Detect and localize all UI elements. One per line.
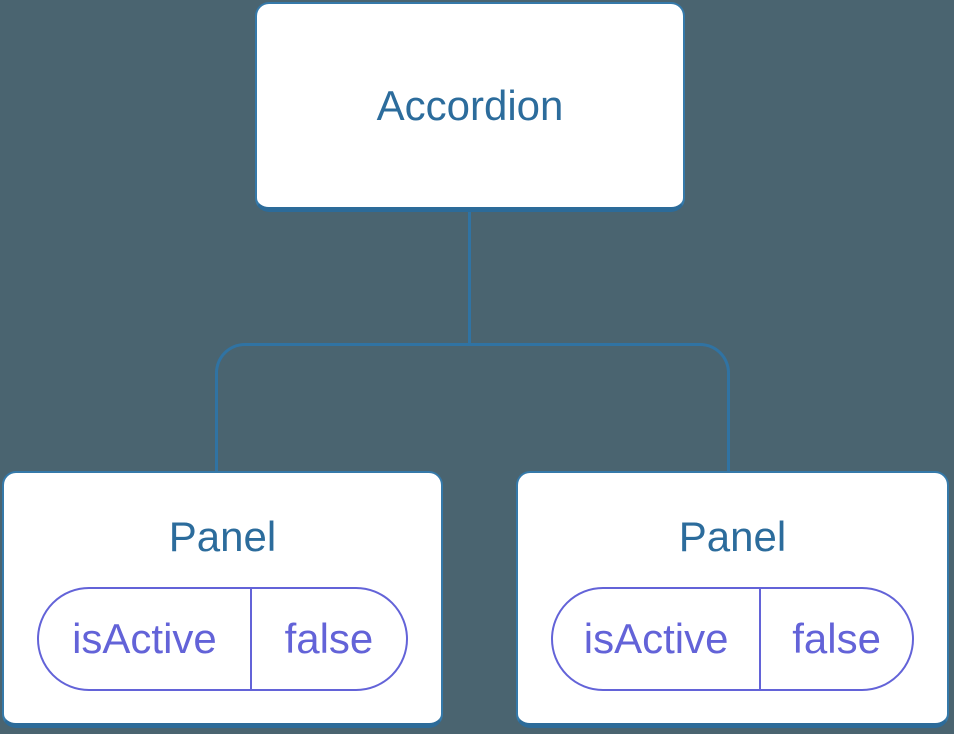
node-panel-2: Panel isActive false <box>516 471 949 728</box>
state-pill-1: isActive false <box>37 587 408 691</box>
connector-branch-bracket <box>215 343 730 472</box>
node-panel-1: Panel isActive false <box>2 471 443 728</box>
connector-trunk-line <box>468 212 471 346</box>
state-name-1: isActive <box>39 589 252 689</box>
node-accordion-label: Accordion <box>376 81 564 129</box>
node-accordion: Accordion <box>255 2 685 212</box>
node-panel-2-label: Panel <box>678 513 787 560</box>
state-pill-2: isActive false <box>551 587 914 691</box>
state-name-2: isActive <box>553 589 762 689</box>
state-value-2: false <box>792 615 881 662</box>
state-value-1: false <box>284 615 374 662</box>
node-panel-1-label: Panel <box>168 513 277 560</box>
